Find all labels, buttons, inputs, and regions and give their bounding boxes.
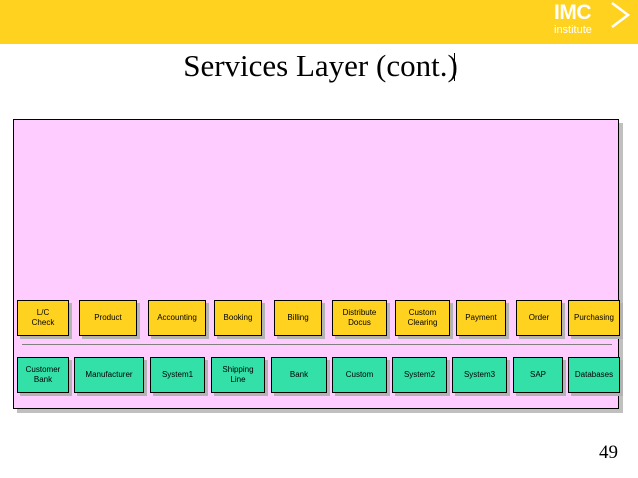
- service-box-label: Purchasing: [573, 313, 615, 322]
- service-box-label: Product: [94, 313, 122, 322]
- system-box-label: System3: [463, 370, 496, 379]
- logo-sub-text: institute: [554, 24, 592, 36]
- system-box[interactable]: SAP: [513, 357, 563, 393]
- text-cursor: [453, 53, 455, 81]
- service-box[interactable]: Booking: [214, 300, 262, 336]
- system-box-label: Custom: [345, 370, 374, 379]
- system-box[interactable]: Databases: [568, 357, 620, 393]
- system-box[interactable]: System1: [150, 357, 205, 393]
- service-box[interactable]: Purchasing: [568, 300, 620, 336]
- logo-main-text: IMC: [554, 1, 592, 24]
- service-box-label: Billing: [287, 313, 309, 322]
- service-box-label: Booking: [223, 313, 253, 322]
- imc-institute-logo: IMC institute: [552, 2, 630, 42]
- system-box-label: Manufacturer: [85, 370, 133, 379]
- system-box[interactable]: System2: [392, 357, 447, 393]
- system-box[interactable]: Custom: [332, 357, 387, 393]
- page-number: 49: [599, 442, 618, 463]
- service-box-label: Payment: [465, 313, 497, 322]
- system-box-label: System1: [161, 370, 194, 379]
- system-box-label: System2: [403, 370, 436, 379]
- service-box-label: Order: [528, 313, 550, 322]
- system-box-label: SAP: [529, 370, 546, 379]
- service-box[interactable]: Accounting: [148, 300, 206, 336]
- top-banner: [0, 0, 638, 44]
- page-title-text: Services Layer (cont.): [183, 48, 458, 83]
- system-box[interactable]: Manufacturer: [74, 357, 144, 393]
- system-box-label: Databases: [574, 370, 614, 379]
- service-box[interactable]: Order: [516, 300, 562, 336]
- service-box[interactable]: Product: [79, 300, 137, 336]
- system-box-label: Bank: [289, 370, 309, 379]
- service-box[interactable]: Payment: [456, 300, 506, 336]
- logo-swoosh-icon: [611, 2, 630, 28]
- page-title: Services Layer (cont.): [0, 48, 638, 84]
- service-box[interactable]: Billing: [274, 300, 322, 336]
- row-divider: [22, 344, 612, 345]
- system-box[interactable]: System3: [452, 357, 507, 393]
- service-box-label: Accounting: [157, 313, 197, 322]
- system-box[interactable]: Bank: [271, 357, 327, 393]
